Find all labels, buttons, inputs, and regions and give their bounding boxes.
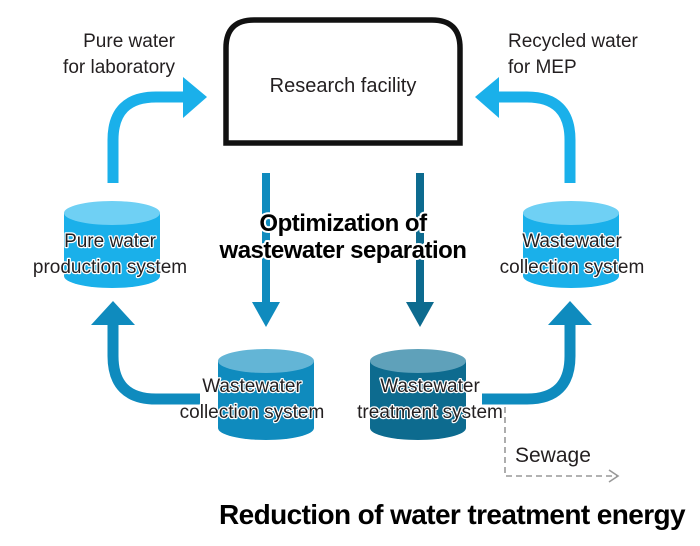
- wastewater-collection-upper-label-line2: collection system: [500, 257, 645, 278]
- pure-water-production-label-line1: Pure water: [64, 231, 157, 252]
- wastewater-collection-lower-cylinder: [218, 349, 314, 440]
- arrow-head-up-icon: [548, 301, 592, 325]
- arrow-head-down-icon: [406, 302, 434, 327]
- energy-reduction-caption: Reduction of water treatment energy: [219, 499, 686, 530]
- cylinder-body: [64, 213, 160, 288]
- arrow-shaft: [107, 322, 200, 405]
- pure-water-label-line1: Pure water: [83, 31, 176, 52]
- research-facility-box: [223, 17, 463, 146]
- treatment-to-collection-arrow: [482, 301, 592, 405]
- arrow-shaft: [262, 173, 270, 305]
- sewage-discharge-path: [504, 407, 620, 483]
- arrow-head-left-icon: [475, 77, 499, 118]
- optimization-caption-line1: Optimization of: [259, 210, 428, 237]
- wastewater-collection-upper-cylinder: [523, 201, 619, 288]
- arrow-shaft: [482, 322, 576, 405]
- wastewater-treatment-cylinder: [370, 349, 466, 440]
- down-arrow-to-collection: [252, 173, 280, 327]
- cylinder-body: [370, 361, 466, 440]
- cylinder-top: [218, 349, 314, 373]
- wastewater-collection-lower-label-line1: Wastewater: [202, 376, 302, 397]
- wastewater-collection-lower-label-line2: collection system: [180, 402, 325, 423]
- arrow-head-right-icon: [183, 77, 207, 118]
- collection-to-pure-water-arrow: [91, 301, 200, 405]
- recycled-water-supply-arrow: [475, 77, 576, 183]
- arrow-head-down-icon: [252, 302, 280, 327]
- sewage-label: Sewage: [515, 444, 591, 467]
- pure-water-label-line2: for laboratory: [63, 57, 175, 78]
- arrow-shaft: [107, 91, 185, 183]
- cylinder-top: [64, 201, 160, 225]
- sewage-dashed-line: [504, 407, 617, 477]
- recycled-water-label-line2: for MEP: [508, 57, 577, 78]
- arrow-shaft: [416, 173, 424, 305]
- pure-water-supply-arrow: [107, 77, 207, 183]
- cylinder-top: [523, 201, 619, 225]
- research-facility-label: Research facility: [270, 75, 417, 97]
- cylinder-top: [370, 349, 466, 373]
- wastewater-treatment-label-line1: Wastewater: [380, 376, 480, 397]
- wastewater-collection-upper-label-line1: Wastewater: [522, 231, 622, 252]
- pure-water-production-label-line2: production system: [33, 257, 187, 278]
- sewage-arrow-head-icon: [608, 469, 620, 483]
- recycled-water-label-line1: Recycled water: [508, 31, 639, 52]
- down-arrow-to-treatment: [406, 173, 434, 327]
- cylinder-body: [218, 361, 314, 440]
- arrow-head-up-icon: [91, 301, 135, 325]
- research-facility-node: Research facility: [223, 17, 463, 146]
- cylinder-body: [523, 213, 619, 288]
- pure-water-production-cylinder: [64, 201, 160, 288]
- wastewater-treatment-label-line2: treatment system: [357, 402, 503, 423]
- arrow-shaft: [497, 91, 576, 183]
- optimization-caption-line2: wastewater separation: [219, 237, 467, 264]
